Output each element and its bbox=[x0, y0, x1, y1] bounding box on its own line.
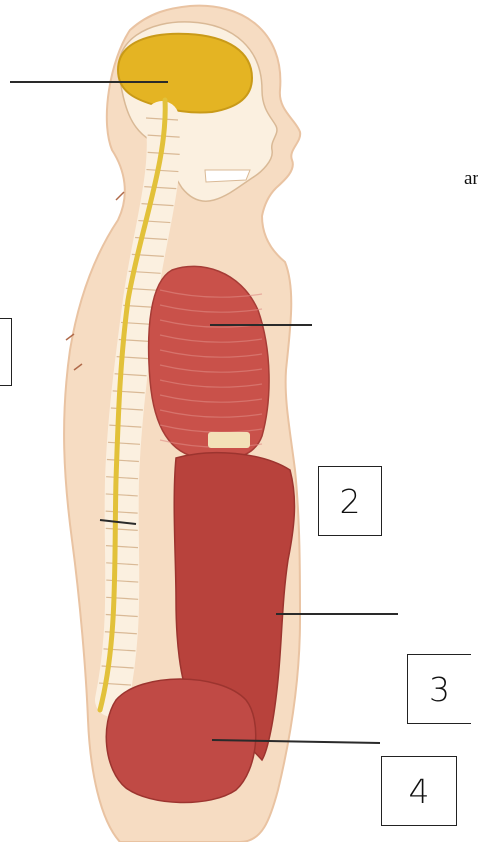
jaw-teeth bbox=[205, 170, 250, 182]
label-box-4[interactable]: 4 bbox=[381, 756, 457, 826]
label-box-3[interactable]: 3 bbox=[407, 654, 471, 724]
diaphragm bbox=[208, 432, 250, 448]
cropped-edge-text: ar bbox=[464, 168, 478, 190]
label-2-text: 2 bbox=[340, 482, 361, 521]
label-3-text: 3 bbox=[429, 670, 450, 709]
label-box-2[interactable]: 2 bbox=[318, 466, 382, 536]
label-box-left-cropped[interactable] bbox=[0, 318, 12, 386]
label-4-text: 4 bbox=[409, 772, 430, 811]
back-tick bbox=[116, 192, 124, 200]
